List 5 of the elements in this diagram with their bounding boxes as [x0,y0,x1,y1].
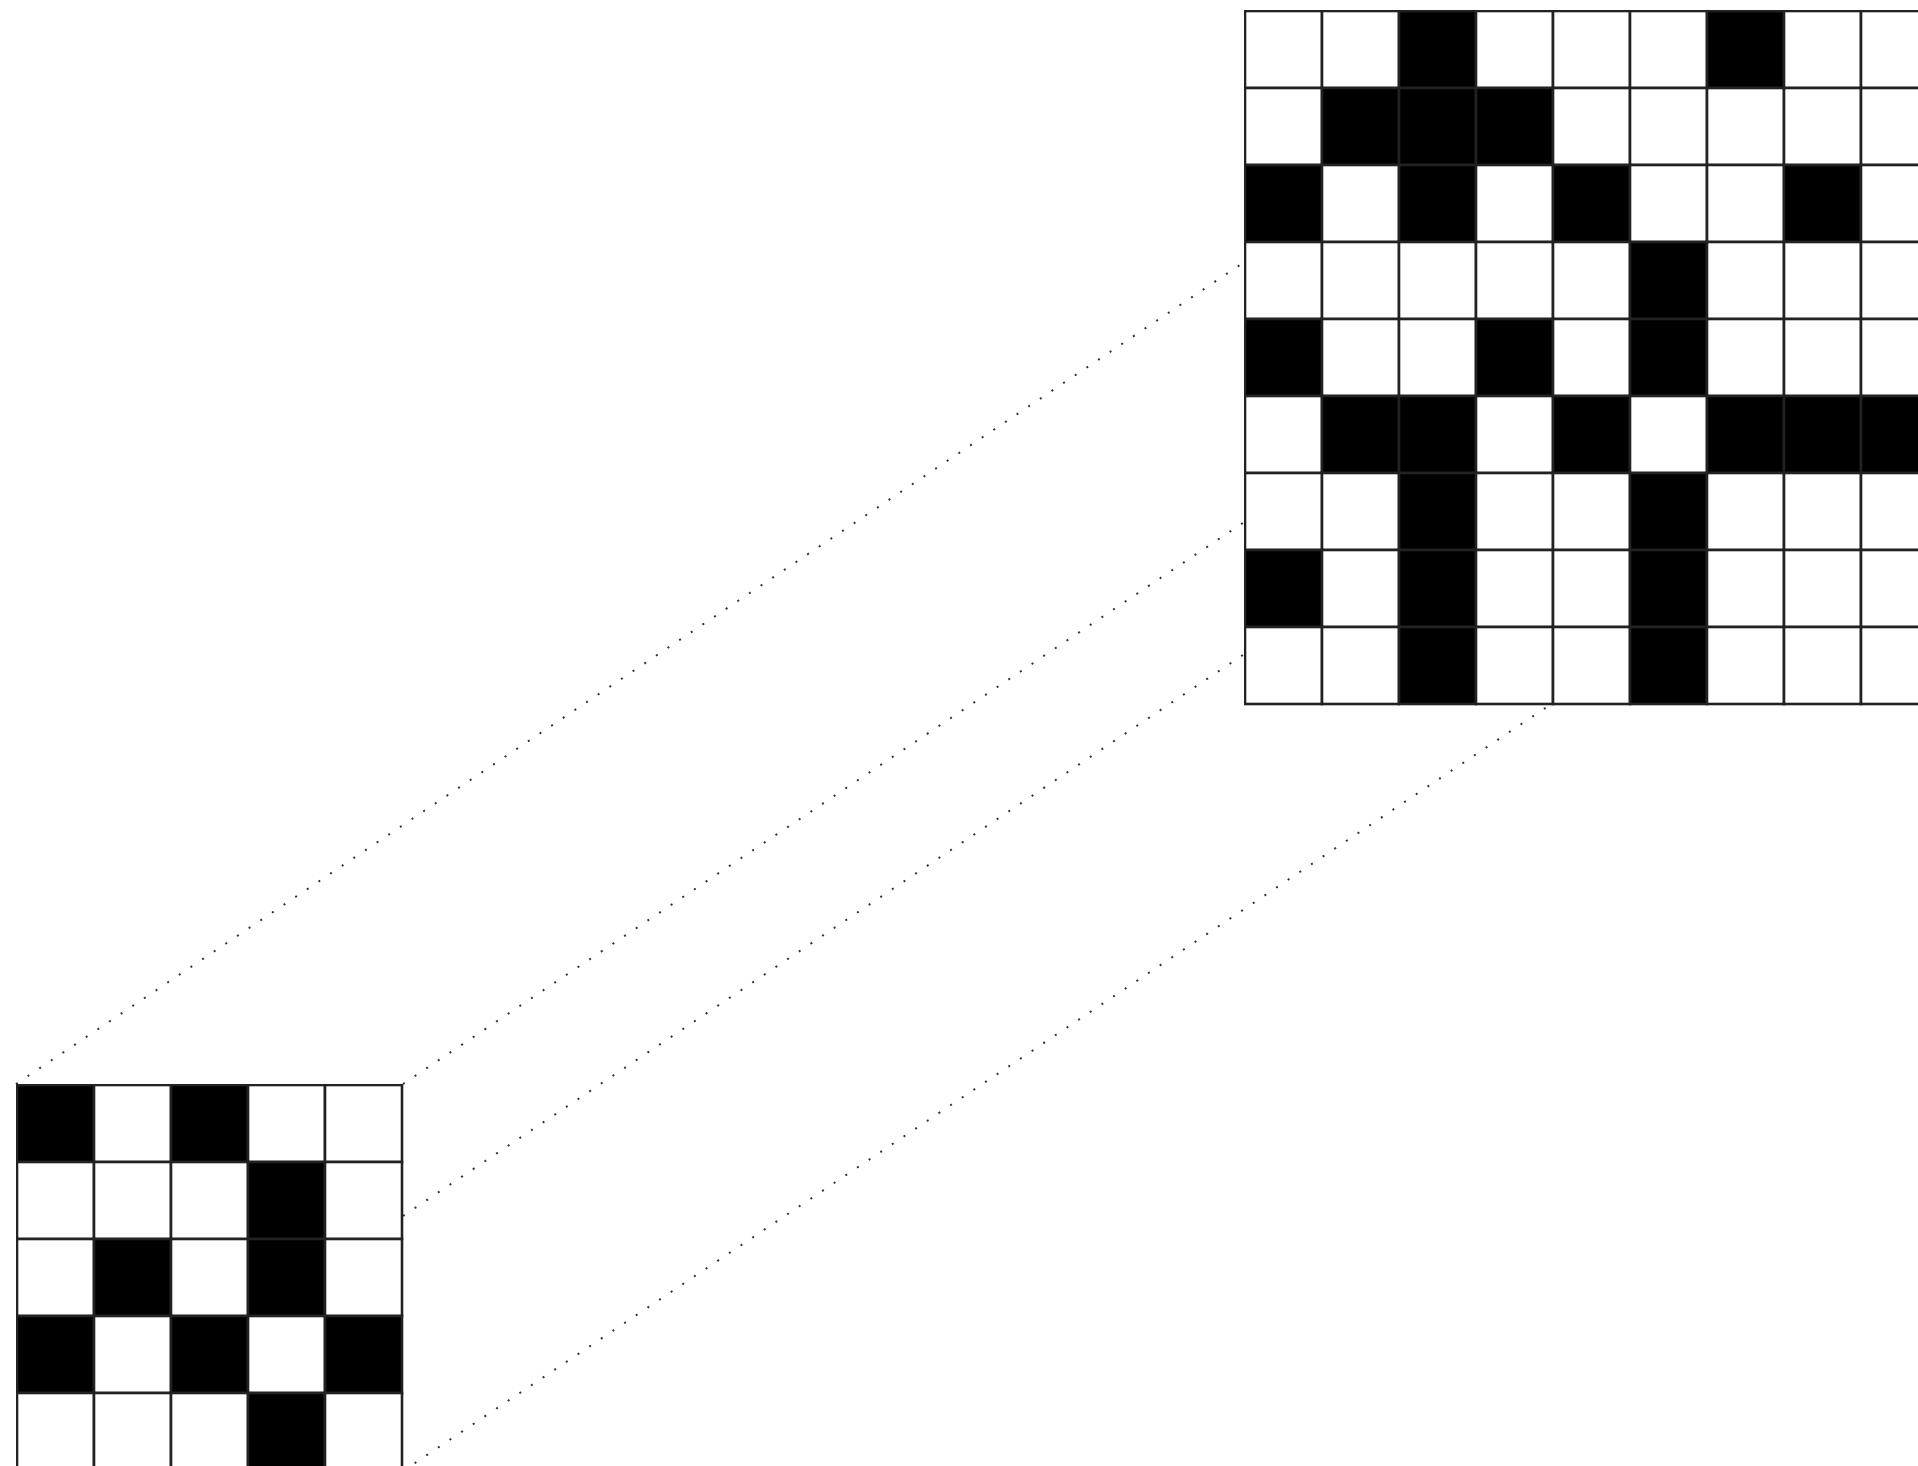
grid-drawing [1244,10,1918,705]
projection-line [15,261,1245,1085]
grid-drawing [16,1084,403,1466]
projection-line [402,521,1245,1085]
projection-line [402,653,1245,1217]
